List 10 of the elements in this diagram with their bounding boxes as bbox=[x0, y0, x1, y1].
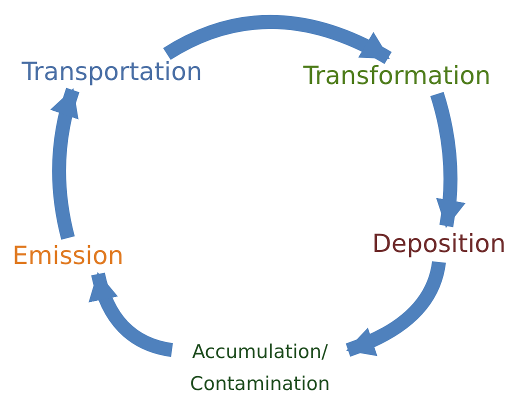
curved-arrow bbox=[346, 260, 446, 357]
stage-label: Transportation bbox=[22, 56, 202, 88]
curved-arrow bbox=[50, 88, 80, 240]
stage-label: Deposition bbox=[372, 228, 506, 260]
stage-label: Transformation bbox=[303, 60, 491, 92]
curved-arrow bbox=[90, 272, 174, 357]
curved-arrow bbox=[163, 15, 392, 64]
stage-label: Emission bbox=[12, 240, 124, 272]
stage-label: Accumulation/ Contamination bbox=[189, 340, 331, 397]
curved-arrow bbox=[430, 92, 466, 228]
